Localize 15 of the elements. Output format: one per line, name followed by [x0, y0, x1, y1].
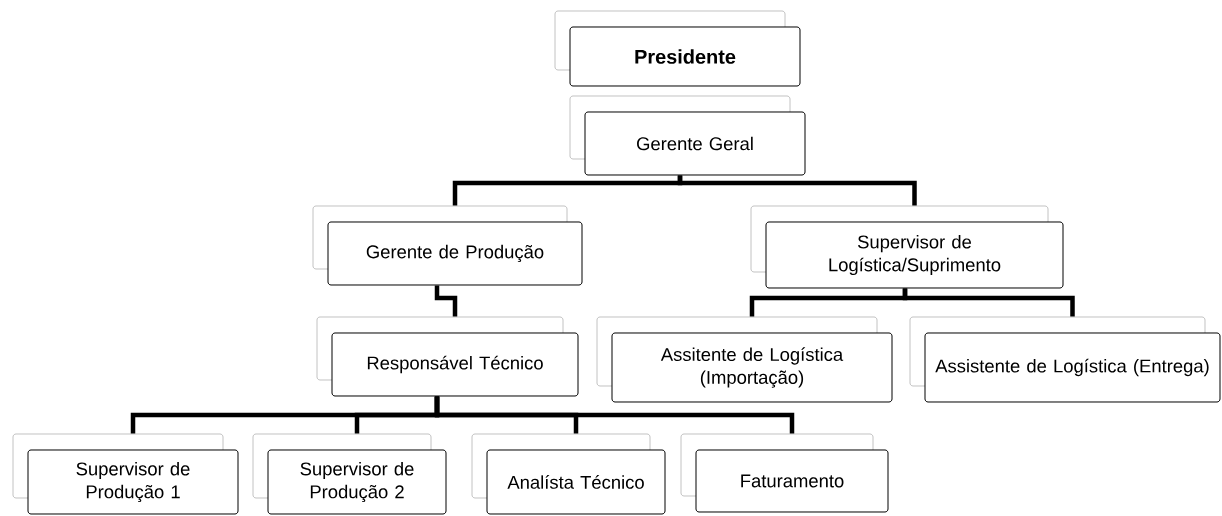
connector-line [434, 396, 795, 434]
org-box: Assistente de Logística (Entrega) [909, 316, 1221, 403]
org-box: Analísta Técnico [471, 433, 666, 515]
org-box: Assitente de Logística (Importação) [596, 316, 893, 403]
org-box: Gerente Geral [569, 95, 806, 176]
connector-line [677, 175, 917, 206]
org-box: Supervisor de Logística/Suprimento [750, 205, 1064, 289]
org-box: Responsável Técnico [316, 316, 579, 397]
org-box: Supervisor de Produção 1 [12, 433, 239, 515]
org-box: Faturamento [680, 433, 889, 513]
org-box: Gerente de Produção [312, 205, 583, 286]
org-box: Supervisor de Produção 2 [252, 433, 447, 515]
connector-line [902, 288, 1075, 317]
connector-line [434, 285, 458, 317]
org-box: Presidente [554, 10, 801, 87]
